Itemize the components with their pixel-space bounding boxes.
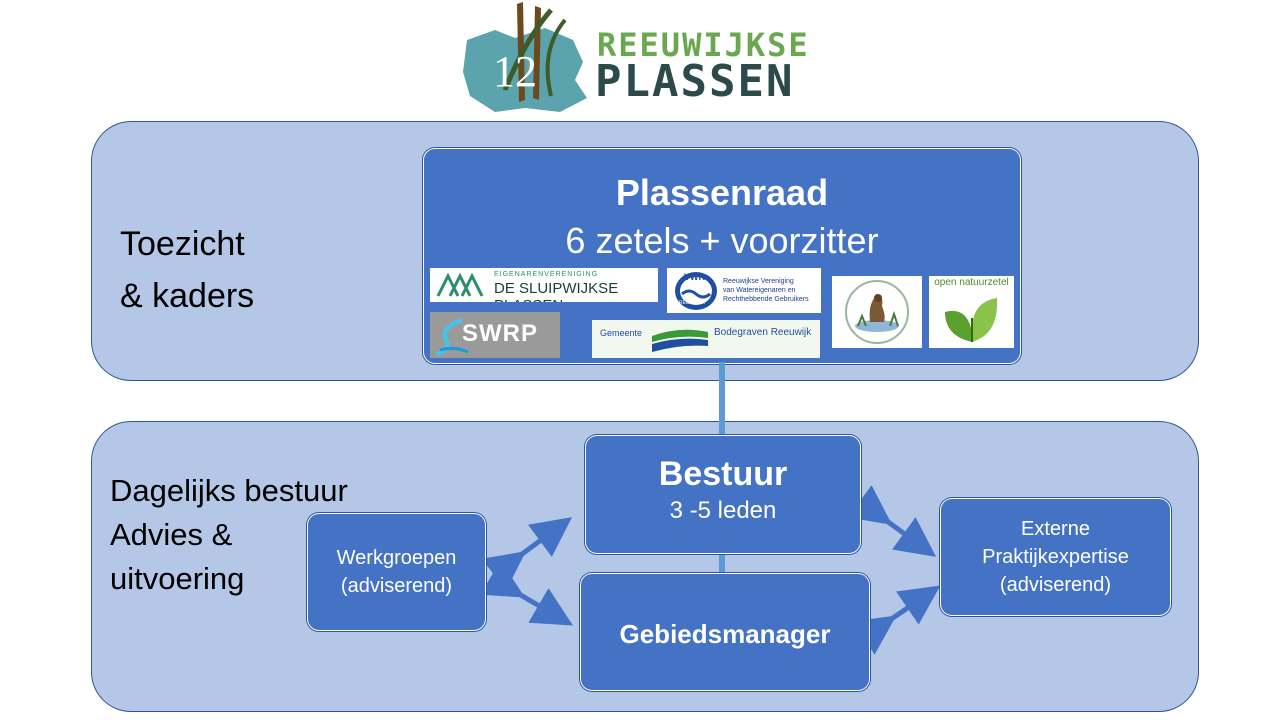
leaf-icon (945, 298, 998, 342)
logo-line1: REEUWIJKSE (597, 26, 810, 64)
vwr-line1: Reeuwijkse Vereniging (723, 278, 794, 285)
sluipwijk-top: EIGENARENVERENIGING (494, 271, 599, 278)
gemeente-name: Bodegraven Reeuwijk (714, 327, 812, 338)
werkgroepen-line2: (adviserend) (340, 575, 453, 597)
bestuur-label-line3: uitvoering (110, 561, 245, 596)
gebiedsmanager-label: Gebiedsmanager (619, 619, 831, 649)
externe-line3: (adviserend) (999, 574, 1112, 596)
logo-line2: PLASSEN (595, 56, 795, 107)
gebiedsmanager-box: Gebiedsmanager (580, 573, 870, 691)
bestuur-label-line1: Dagelijks bestuur (110, 473, 348, 508)
vwr-badge-sub: REEUWIJK (679, 300, 705, 306)
arrow-gebiedsmanager-externe (852, 585, 941, 655)
bestuur-title: Bestuur (658, 455, 788, 493)
bestuur-box: Bestuur 3 -5 leden (585, 435, 861, 554)
swrp-wave-icon (435, 318, 469, 356)
vwr-line2: van Watereigenaren en (723, 287, 796, 294)
vwr-badge-icon (675, 272, 717, 310)
logo-sluipwijkse-plassen: EIGENARENVERENIGING DE SLUIPWIJKSE PLASS… (430, 268, 658, 302)
werkgroepen-box: Werkgroepen (adviserend) (307, 513, 486, 631)
logo-number: 12 (493, 47, 537, 96)
arrow-werkgroepen-gebiedsmanager (480, 560, 573, 626)
bestuur-label-line2: Advies & (110, 517, 233, 552)
plassenraad-subtitle: 6 zetels + voorzitter (565, 220, 879, 261)
arrow-bestuur-externe (848, 485, 937, 557)
bestuur-sub: 3 -5 leden (669, 497, 777, 524)
logo-swrp: SWRP (430, 312, 560, 358)
swrp-label: SWRP (462, 320, 538, 347)
plassenraad-title: Plassenraad (615, 172, 829, 213)
logo-gemeente: Gemeente Bodegraven Reeuwijk (592, 320, 820, 358)
externe-line2: Praktijkexpertise (982, 546, 1129, 568)
natuur-label: open natuurzetel (934, 277, 1009, 288)
logo-otter (832, 276, 922, 348)
lake-shape-icon: 12 (463, 2, 587, 112)
waves-icon (436, 272, 484, 297)
logo-vwr: VWR REEUWIJK Reeuwijkse Vereniging van W… (667, 268, 821, 313)
sluipwijk-main: DE SLUIPWIJKSE PLASSEN (494, 280, 619, 302)
vwr-badge: VWR (684, 272, 705, 282)
toezicht-label-line1: Toezicht (120, 225, 245, 263)
werkgroepen-line1: Werkgroepen (336, 547, 457, 569)
vwr-line3: Rechthebbende Gebruikers (723, 296, 809, 303)
otter-seal-icon (845, 280, 909, 344)
logo-open-natuurzetel: open natuurzetel (929, 276, 1014, 348)
header-logo: 12 REEUWIJKSE PLASSEN (455, 0, 885, 122)
gemeente-flag-icon (652, 329, 708, 352)
toezicht-label-line2: & kaders (120, 277, 255, 315)
externe-line1: Externe (1021, 518, 1090, 540)
gemeente-prefix: Gemeente (600, 328, 643, 338)
externe-box: Externe Praktijkexpertise (adviserend) (940, 498, 1171, 616)
arrow-werkgroepen-bestuur (482, 517, 573, 591)
